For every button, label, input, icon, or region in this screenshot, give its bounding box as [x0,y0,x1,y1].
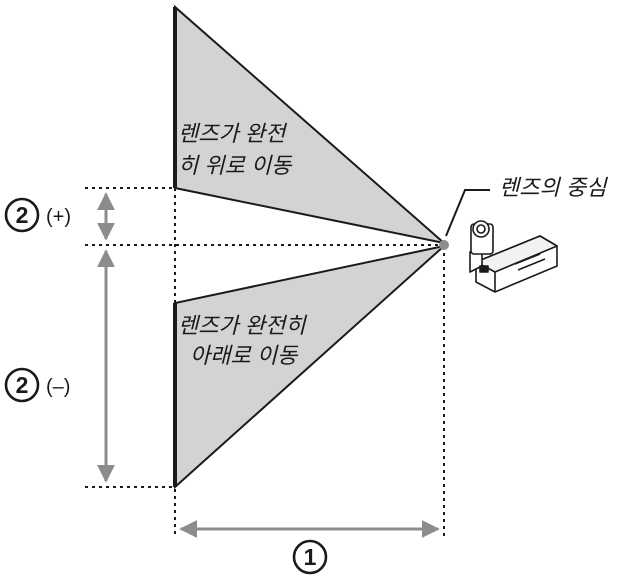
lower-region-label-line2: 아래로 이동 [190,343,299,368]
shift-down-badge [4,367,40,403]
lens-center-label: 렌즈의 중심 [499,175,608,200]
distance-badge-number: 1 [304,544,317,570]
shift-up-badge-number: 2 [16,202,29,228]
shift-down-badge-number: 2 [16,372,29,398]
projector-icon [469,220,558,293]
lens-center-dot [439,240,449,250]
lens-center-leader [445,189,490,237]
lower-region-label-line1: 렌즈가 완전히 [178,313,307,338]
shift-up-badge [4,197,40,233]
upper-region-label-line2: 히 위로 이동 [178,153,293,178]
shift-down-sign: (–) [46,376,70,398]
upper-region-label-line1: 렌즈가 완전 [178,121,288,146]
shift-up-sign: (+) [46,206,71,228]
distance-badge [292,539,328,575]
